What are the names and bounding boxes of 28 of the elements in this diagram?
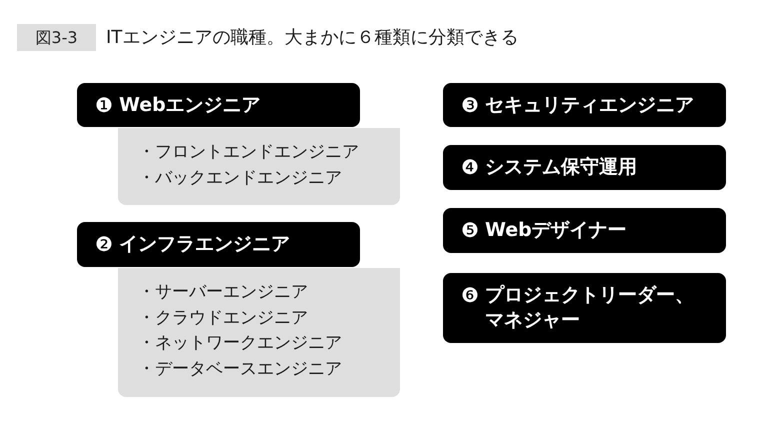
category-title: プロジェクトリーダー、マネジャー	[484, 283, 695, 333]
circled-number: ❺	[461, 218, 479, 243]
category-header	[443, 208, 726, 253]
category-title: インフラエンジニア	[118, 232, 291, 257]
subcategory-panel	[118, 128, 400, 205]
list-item: ・ネットワークエンジニア	[138, 332, 342, 355]
category-title: セキュリティエンジニア	[484, 92, 695, 118]
list-item: ・サーバーエンジニア	[138, 281, 308, 304]
category-header	[77, 222, 360, 267]
category-title: Webデザイナー	[484, 218, 628, 243]
category-header	[77, 83, 360, 127]
circled-number: ❻	[461, 283, 479, 308]
category-header	[443, 145, 726, 190]
circled-number: ❹	[461, 155, 479, 180]
list-item: ・クラウドエンジニア	[138, 306, 308, 330]
circled-number: ❷	[95, 232, 113, 257]
category-title: システム保守運用	[484, 155, 638, 180]
list-item: ・バックエンドエンジニア	[138, 166, 342, 190]
figure-number-tag: 図3-3	[17, 24, 96, 51]
circled-number: ❶	[95, 92, 113, 118]
figure-title: ITエンジニアの職種。大まかに６種類に分類できる	[106, 26, 518, 50]
category-header	[443, 273, 726, 343]
subcategory-panel	[118, 268, 400, 397]
circled-number: ❸	[461, 92, 479, 118]
category-header	[443, 83, 726, 127]
category-title: Webエンジニア	[118, 92, 262, 118]
list-item: ・データベースエンジニア	[138, 358, 342, 380]
list-item: ・フロントエンドエンジニア	[138, 141, 359, 164]
